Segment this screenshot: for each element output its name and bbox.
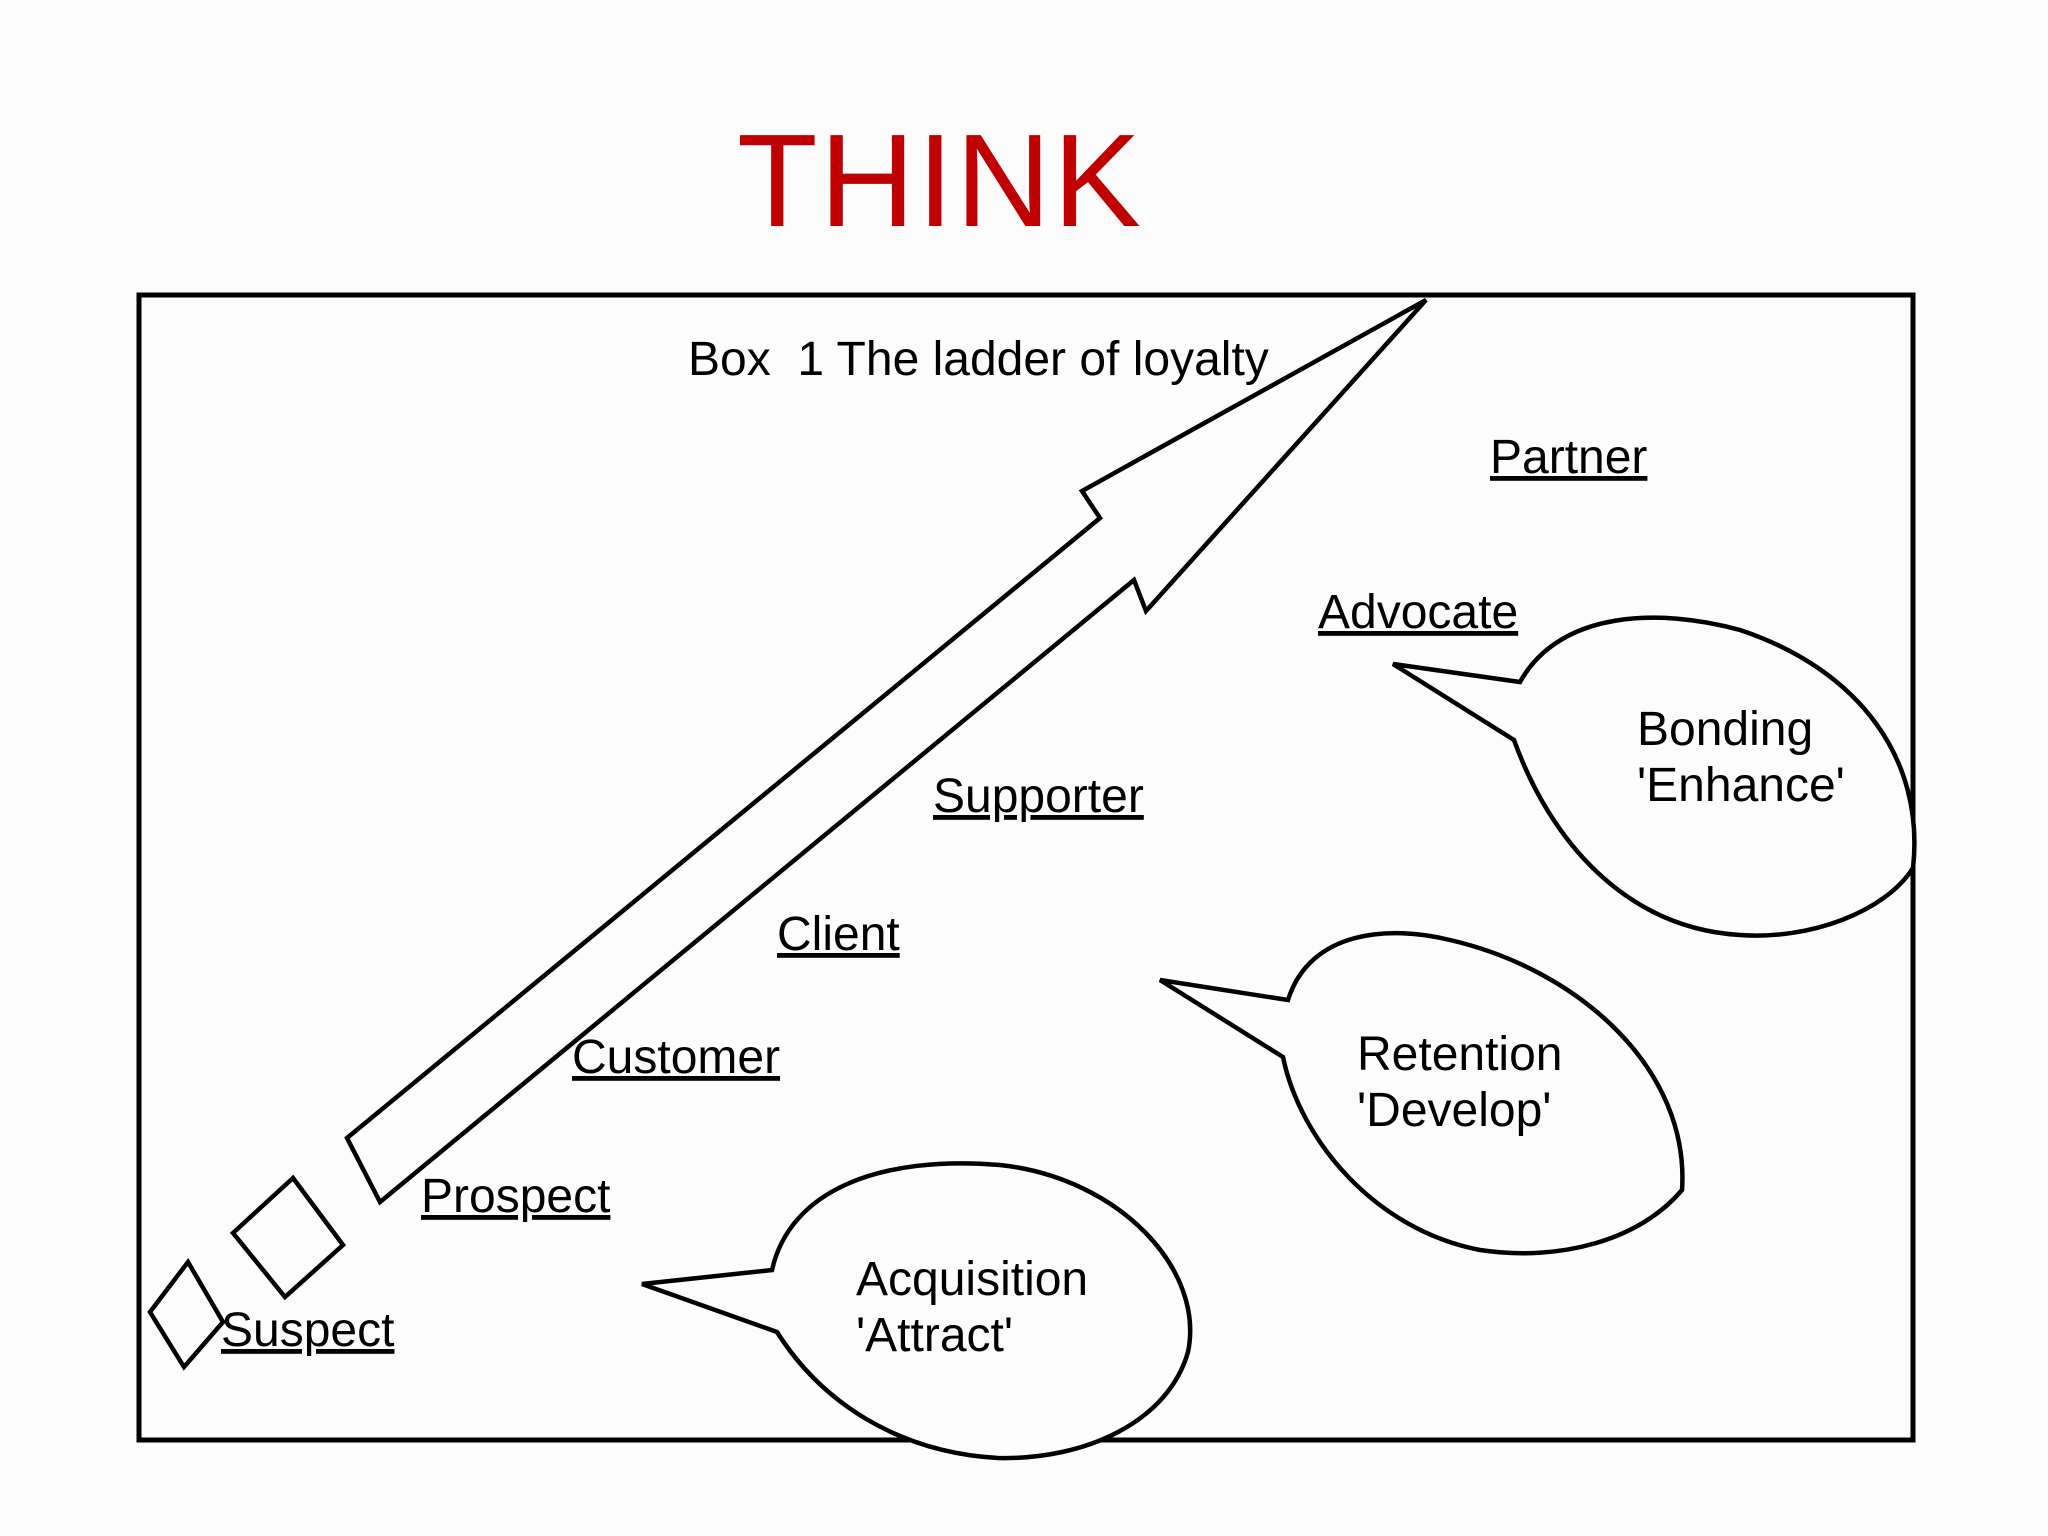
retention-line2: 'Develop' bbox=[1357, 1084, 1551, 1137]
bonding-line2: 'Enhance' bbox=[1637, 759, 1845, 812]
rung-suspect: Suspect bbox=[221, 1304, 394, 1357]
rung-client: Client bbox=[777, 908, 900, 961]
rung-prospect: Prospect bbox=[421, 1170, 610, 1223]
box-caption: Box 1 The ladder of loyalty bbox=[688, 333, 1269, 386]
bonding-bubble bbox=[1391, 615, 1917, 938]
rung-customer: Customer bbox=[572, 1031, 780, 1084]
slide-title: THINK bbox=[737, 107, 1143, 254]
acquisition-line2: 'Attract' bbox=[856, 1309, 1013, 1362]
retention-line1: Retention bbox=[1357, 1028, 1562, 1081]
rung-advocate: Advocate bbox=[1318, 586, 1518, 639]
step-square-large bbox=[229, 1174, 347, 1301]
rung-partner: Partner bbox=[1490, 431, 1647, 484]
step-square-small bbox=[147, 1257, 226, 1371]
acquisition-bubble bbox=[641, 1161, 1193, 1461]
retention-bubble bbox=[1158, 930, 1685, 1256]
bonding-line1: Bonding bbox=[1637, 703, 1813, 756]
loyalty-arrow-icon bbox=[344, 298, 1428, 1206]
rung-supporter: Supporter bbox=[933, 770, 1144, 823]
acquisition-line1: Acquisition bbox=[856, 1253, 1088, 1306]
